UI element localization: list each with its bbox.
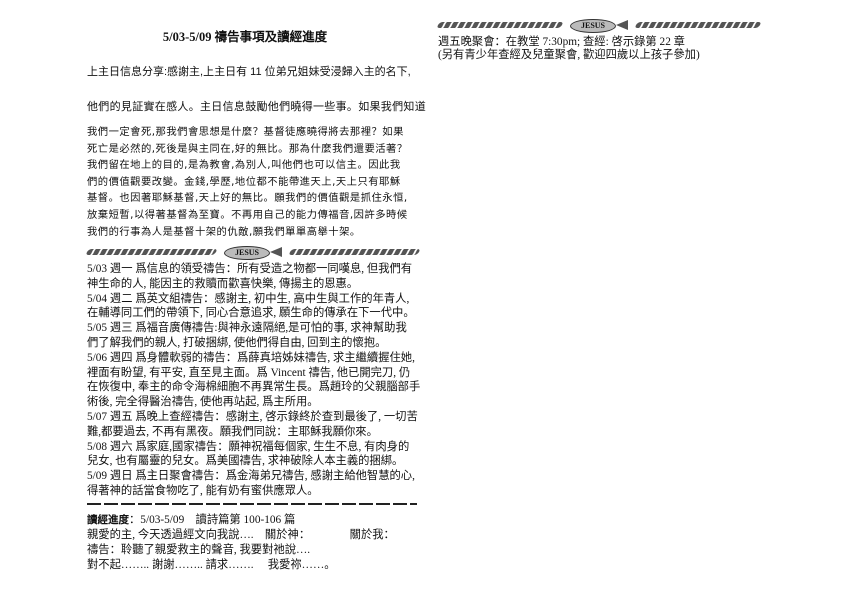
sermon-line: 我們一定會死,那我們會思想是什麼？基督徒應曉得將去那裡？如果 xyxy=(87,126,404,138)
sermon-line: 我們的行事為人是基督十架的仇敵,願我們單單高舉十架。 xyxy=(87,225,361,238)
friday-meeting-note: (另有青少年查經及兒童聚會, 歡迎四歲以上孩子參加) xyxy=(438,49,700,61)
prayer-line: 術後, 完全得醫治禱告, 使他再站起, 爲主所用。 xyxy=(87,396,319,409)
prayer-line: 5/07 週五 爲晚上查經禱告：感謝主, 啓示錄終於查到最後了, 一切苦 xyxy=(87,410,418,423)
reading-progress: 讀經進度：5/03-5/09 讀詩篇第 100-106 篇 親愛的主, 今天透過… xyxy=(87,513,395,573)
sermon-paragraph: 我們一定會死,那我們會思想是什麼？基督徒應曉得將去那裡？如果 死亡是必然的,死後… xyxy=(87,124,422,240)
prayer-line: 兒女, 也有屬靈的兒女。爲美國禱告, 求神破除人本主義的捆綁。 xyxy=(87,455,404,468)
reading-range: ：5/03-5/09 讀詩篇第 100-106 篇 xyxy=(129,514,296,526)
sermon-intro-line-1: 上主日信息分享:感謝主,上主日有 11 位弟兄姐妹受浸歸入主的名下, xyxy=(87,66,411,78)
prayer-line: 5/03 週一 爲信息的領受禱告：所有受造之物都一同嘆息, 但我們有 xyxy=(87,263,413,275)
jesus-fish-icon: JESUS xyxy=(224,245,282,260)
jesus-fish-icon: JESUS xyxy=(570,18,628,33)
sermon-line: 們的價值觀要改變。金錢,學歷,地位都不能帶進天上,天上只有耶穌 xyxy=(87,175,401,188)
prayer-line: 在輔導同工們的帶領下, 同心合意追求, 願生命的傳承在下一代中。 xyxy=(87,307,415,320)
reading-label: 讀經進度 xyxy=(87,514,129,526)
prayer-line: 得著神的話當食物吃了, 能有奶有蜜供應眾人。 xyxy=(87,484,319,497)
wave-line xyxy=(634,22,762,28)
wave-line xyxy=(85,249,218,255)
prayer-line: 5/06 週四 爲身體軟弱的禱告：爲薛真培姊妹禱告, 求主繼續握住她, xyxy=(87,351,415,364)
reading-line: 親愛的主, 今天透過經文向我說…. 關於神： 關於我： xyxy=(87,529,395,541)
prayer-line: 5/04 週二 爲英文組禱告：感謝主, 初中生, 高中生與工作的年青人, xyxy=(87,292,410,305)
reading-line: 對不起…….. 謝謝…….. 請求……. 我愛祢……。 xyxy=(87,559,336,571)
prayer-line: 在恢復中, 奉主的命令海棉細胞不再異常生長。爲趙玲的父親腦部手 xyxy=(87,381,421,394)
prayer-line: 神生命的人, 能因主的救贖而歡喜快樂, 傳揚主的恩惠。 xyxy=(87,277,359,290)
fish-label: JESUS xyxy=(570,19,616,33)
wave-line xyxy=(288,249,421,255)
dashed-divider xyxy=(87,503,417,505)
sermon-line: 死亡是必然的,死後是與主同在,好的無比。那為什麼我們還要活著？ xyxy=(87,142,408,155)
prayer-line: 難,都要過去, 不再有黑夜。願我們同說：主耶穌我願你來。 xyxy=(87,425,378,438)
jesus-fish-divider-right: JESUS xyxy=(436,18,762,33)
prayer-line: 們了解我們的親人, 打破捆綁, 使他們得自由, 回到主的懷抱。 xyxy=(87,336,387,349)
prayer-line: 5/09 週日 爲主日聚會禱告：爲金海弟兄禱告, 感謝主給他智慧的心, xyxy=(87,470,415,483)
fish-label: JESUS xyxy=(224,246,270,260)
sermon-line: 我們留在地上的目的,是為教會,為別人,叫他們也可以信主。因此我 xyxy=(87,159,401,172)
sermon-line: 基督。也因著耶穌基督,天上好的無比。願我們的價值觀是抓住永恒, xyxy=(87,192,408,205)
wave-line xyxy=(436,22,564,28)
page-title: 5/03-5/09 禱告事項及讀經進度 xyxy=(162,30,328,44)
sermon-line: 放棄短暫,以得著基督為至寶。不再用自己的能力傳福音,因許多時候 xyxy=(87,208,408,221)
prayer-list: 5/03 週一 爲信息的領受禱告：所有受造之物都一同嘆息, 但我們有 神生命的人… xyxy=(87,262,422,499)
jesus-fish-divider: JESUS xyxy=(85,245,421,260)
prayer-line: 裡面有盼望, 有平安, 直至見主面。爲 Vincent 禱告, 他已開完刀, 仍 xyxy=(87,366,411,379)
prayer-line: 5/08 週六 爲家庭,國家禱告：願神祝福每個家, 生生不息, 有肉身的 xyxy=(87,440,410,453)
prayer-line: 5/05 週三 爲福音廣傳禱告:與神永遠隔絕,是可怕的事, 求神幫助我 xyxy=(87,322,407,335)
sermon-intro-line-2: 他們的見証實在感人。主日信息鼓勵他們曉得一些事。如果我們知道 xyxy=(87,101,426,113)
friday-meeting-line: 週五晚聚會：在教堂 7:30pm; 查經: 啓示錄第 22 章 xyxy=(438,36,685,48)
friday-meeting: 週五晚聚會：在教堂 7:30pm; 查經: 啓示錄第 22 章 (另有青少年查經… xyxy=(438,36,700,62)
reading-line: 禱告：聆聽了親愛救主的聲音, 我要對祂說…. xyxy=(87,544,311,556)
